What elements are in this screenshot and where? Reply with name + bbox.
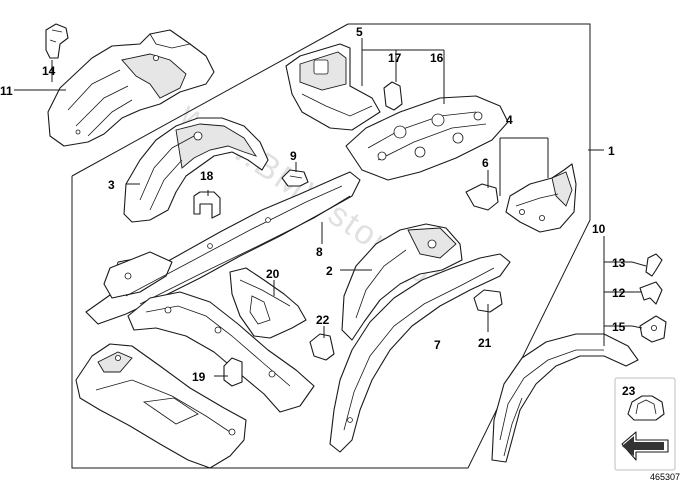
part-bracket-4[interactable] [505,163,577,233]
assembly-frame [71,23,591,469]
callout-3[interactable]: 3 [108,178,115,192]
part-clip-13[interactable] [645,253,663,277]
callout-5[interactable]: 5 [356,25,363,39]
callout-11[interactable]: 11 [0,84,13,98]
callout-20[interactable]: 20 [266,267,280,281]
legend-box-23 [614,377,676,471]
part-wheel-house-2[interactable] [341,223,463,341]
part-clip-18[interactable] [193,191,221,219]
callout-8[interactable]: 8 [316,245,323,259]
callout-16[interactable]: 16 [430,51,444,65]
callout-13[interactable]: 13 [612,256,626,270]
part-clip-19[interactable] [223,357,243,387]
callout-12[interactable]: 12 [612,286,626,300]
part-clip-21[interactable] [473,289,503,313]
part-reinforcement-20[interactable] [229,267,307,339]
callout-21[interactable]: 21 [478,336,492,350]
part-clip-15[interactable] [639,315,667,343]
callout-18[interactable]: 18 [200,169,214,183]
callout-1[interactable]: 1 [608,144,615,158]
part-spare-wheel-well-5[interactable] [285,43,381,131]
callout-6[interactable]: 6 [482,156,489,170]
callout-10[interactable]: 10 [592,222,606,236]
callout-23[interactable]: 23 [622,384,636,398]
part-wheel-arch-liner[interactable] [491,333,639,463]
part-bracket-14[interactable] [45,23,69,59]
callout-14[interactable]: 14 [42,64,56,78]
part-bracket-17[interactable] [383,81,403,111]
part-bracket-9[interactable] [281,169,309,187]
part-clip-12[interactable] [639,281,663,305]
part-side-section-7[interactable] [329,253,511,453]
callout-7[interactable]: 7 [434,338,441,352]
assembly-frame-top [71,23,349,177]
diagram-number: 465307 [650,472,680,482]
part-rear-floor-16[interactable] [345,95,509,181]
part-bracket-6[interactable] [465,183,499,211]
leader-lines [14,38,647,377]
callouts: 1 2 3 4 5 6 7 8 9 10 11 12 13 14 15 16 1… [0,25,636,398]
callout-9[interactable]: 9 [290,149,297,163]
part-wheel-arch-upper[interactable] [47,29,215,147]
callout-17[interactable]: 17 [388,51,402,65]
callout-22[interactable]: 22 [316,313,330,327]
callout-15[interactable]: 15 [612,320,626,334]
part-floor-lower[interactable] [75,343,247,469]
callout-4[interactable]: 4 [506,113,513,127]
part-cross-member[interactable] [127,291,315,413]
part-clip-22[interactable] [309,333,335,361]
callout-19[interactable]: 19 [192,370,206,384]
callout-2[interactable]: 2 [326,264,333,278]
part-wheel-house-3[interactable] [123,117,269,223]
part-longitudinal-member-8[interactable] [85,171,361,325]
